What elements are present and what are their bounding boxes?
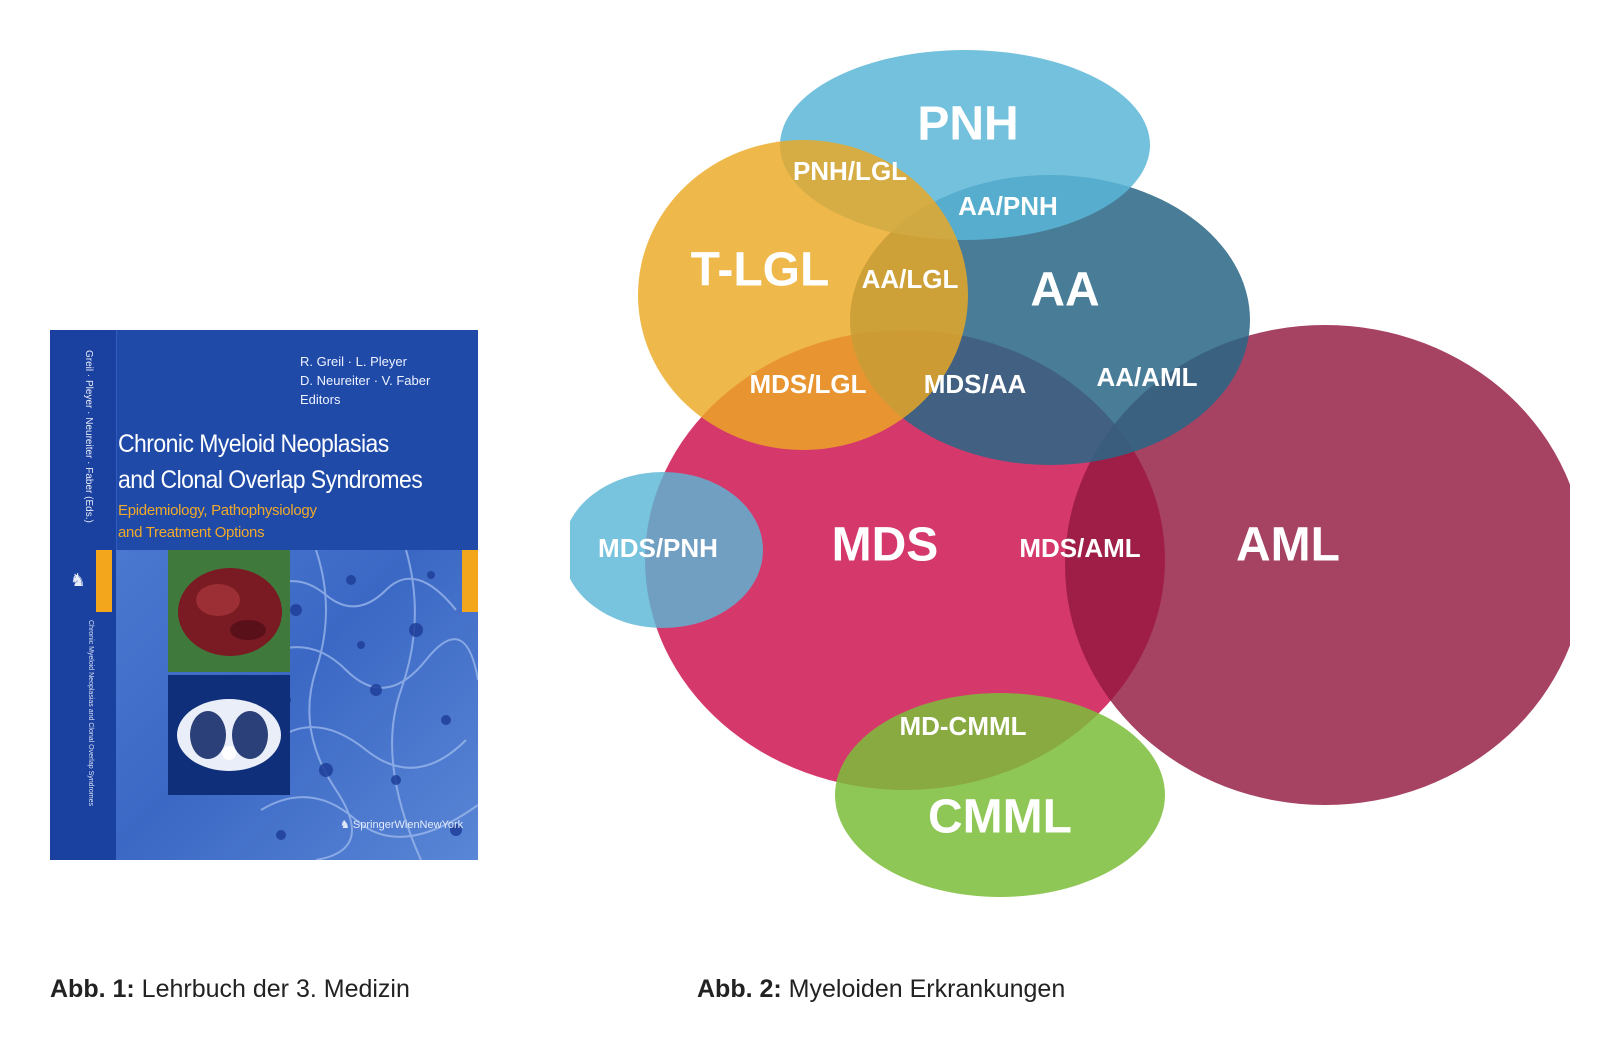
venn-overlap-mds-aml: MDS/AML	[1019, 533, 1140, 563]
editors-line: Editors	[300, 392, 341, 407]
book-editors: R. Greil · L. Pleyer D. Neureiter · V. F…	[300, 352, 470, 409]
springer-horse-icon: ♞	[340, 819, 353, 831]
cover-accent-tab-left	[96, 550, 112, 612]
book-subtitle: Epidemiology, Pathophysiology and Treatm…	[118, 500, 473, 544]
venn-label-pnh: PNH	[917, 98, 1018, 151]
venn-overlap-mds-lgl: MDS/LGL	[750, 369, 867, 399]
spine-title: Chronic Myeloid Neoplasias and Clonal Ov…	[87, 620, 94, 806]
publisher-name: ♞ SpringerWienNewYork	[340, 818, 463, 831]
venn-label-tlgl: T-LGL	[691, 244, 830, 297]
figure2-caption: Abb. 2: Myeloiden Erkrankungen	[697, 975, 1065, 1004]
venn-overlap-aa-lgl: AA/LGL	[862, 264, 959, 294]
book-title: Chronic Myeloid Neoplasias and Clonal Ov…	[118, 426, 445, 498]
venn-overlap-md-cmml: MD-CMML	[899, 711, 1026, 741]
venn-label-cmml: CMML	[928, 791, 1072, 844]
venn-set-cmml	[835, 693, 1165, 897]
figure2-caption-text: Myeloiden Erkrankungen	[788, 975, 1066, 1003]
editors-line: R. Greil · L. Pleyer	[300, 354, 407, 369]
venn-label-mds: MDS	[832, 519, 939, 572]
venn-label-aa: AA	[1030, 264, 1099, 317]
venn-set-tlgl	[638, 140, 968, 450]
venn-label-mds-pnh: MDS/PNH	[598, 533, 718, 563]
book-title-line: and Clonal Overlap Syndromes	[118, 466, 423, 494]
venn-label-aml: AML	[1236, 519, 1340, 572]
histology-pattern	[256, 550, 478, 860]
venn-overlap-mds-aa: MDS/AA	[924, 369, 1027, 399]
book-title-line: Chronic Myeloid Neoplasias	[118, 430, 389, 458]
editors-line: D. Neureiter · V. Faber	[300, 373, 431, 388]
cover-accent-tab-right	[462, 550, 478, 612]
figure1-caption-label: Abb. 1:	[50, 975, 135, 1003]
spine-authors: Greil · Pleyer · Neureiter · Faber (Eds.…	[83, 350, 94, 523]
venn-overlap-aa-pnh: AA/PNH	[958, 191, 1058, 221]
venn-overlap-pnh-lgl: PNH/LGL	[793, 156, 907, 186]
venn-overlap-aa-aml: AA/AML	[1096, 362, 1197, 392]
book-subtitle-line: Epidemiology, Pathophysiology	[118, 502, 317, 519]
figure1-caption-text: Lehrbuch der 3. Medizin	[141, 975, 410, 1003]
book-subtitle-line: and Treatment Options	[118, 524, 265, 541]
publisher-label: SpringerWienNewYork	[352, 819, 464, 831]
venn-set-aml	[1065, 325, 1570, 805]
figure1-caption: Abb. 1: Lehrbuch der 3. Medizin	[50, 975, 410, 1004]
figure2-caption-label: Abb. 2:	[697, 975, 782, 1003]
venn-set-mds-pnh	[570, 472, 763, 628]
myeloid-venn-diagram: PNH T-LGL AA MDS AML MDS/PNH CMML PNH/LG…	[570, 50, 1570, 897]
cover-photo-organ	[168, 550, 290, 672]
springer-horse-icon: ♞	[69, 570, 87, 590]
book-cover: Greil · Pleyer · Neureiter · Faber (Eds.…	[50, 330, 478, 860]
cover-photo-ct-scan	[168, 675, 290, 795]
